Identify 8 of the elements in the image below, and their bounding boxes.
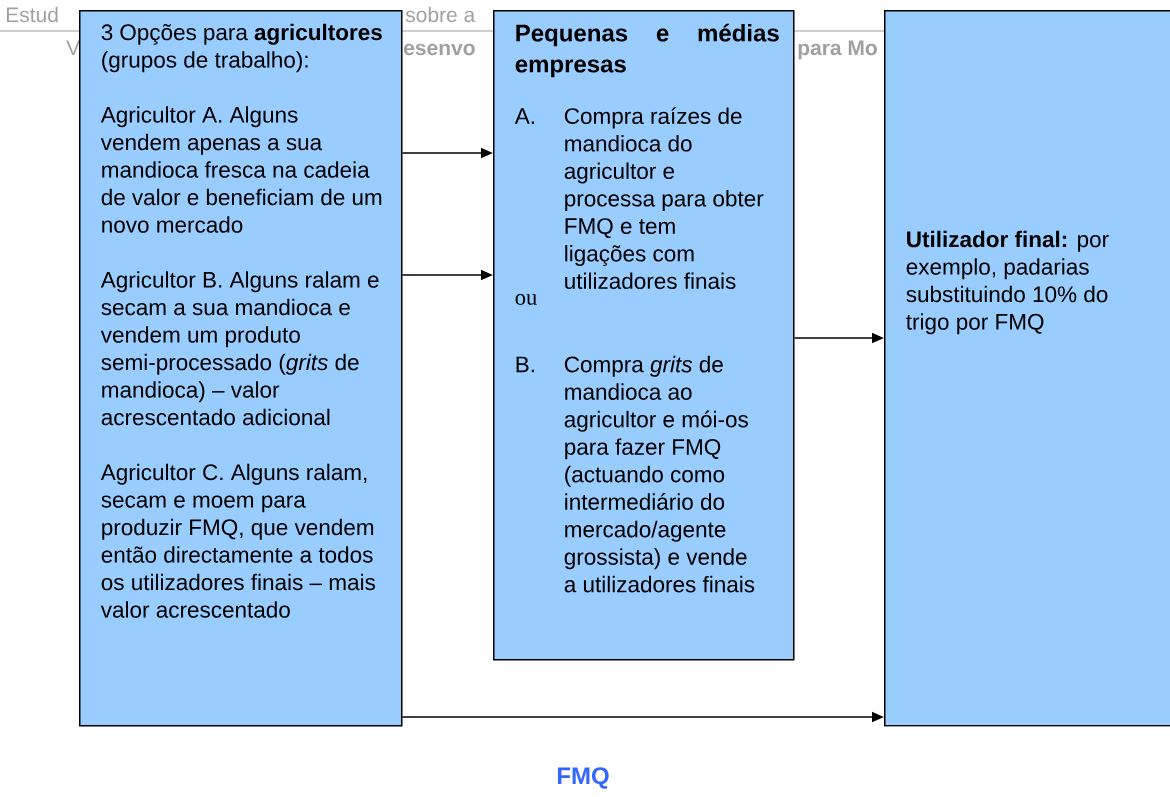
header-text: esenvo <box>404 43 475 56</box>
caption: FMQ <box>557 767 609 789</box>
header-text: sobre a <box>405 6 476 23</box>
header-text: Estud <box>6 6 58 23</box>
text-box: 3 Opções para agricultores (grupos de trabalho): Agricultor A. Alguns vendem apenas a sua mandioca fresca na cadeia de valor e beneficiam de um novo mercado Agricultor B. Alguns ralam e secam a sua mandioca e vendem um produto semi-processado (grits de mandioca) – valor acrescentado adicional Agricultor C. Alguns ralam, secam e moem para produzir FMQ, que vendem então directamente a todos os utilizadores finais – mais valor acrescentado <box>79 10 403 727</box>
text-box: Utilizador final: por exemplo, padarias substituindo 10% do trigo por FMQ <box>884 10 1170 727</box>
text-box: Pequenas e médias empresas A. Compra raízes de mandioca do agricultor e processa para obter FMQ e tem ligações com utilizadores finais ou B. Compra grits de mandioca ao agricultor e mói-os para fazer FMQ (actuando como intermediário do mercado/agente grossista) e vende a utilizadores finais <box>493 10 795 661</box>
header-text: para Mo <box>798 40 877 60</box>
